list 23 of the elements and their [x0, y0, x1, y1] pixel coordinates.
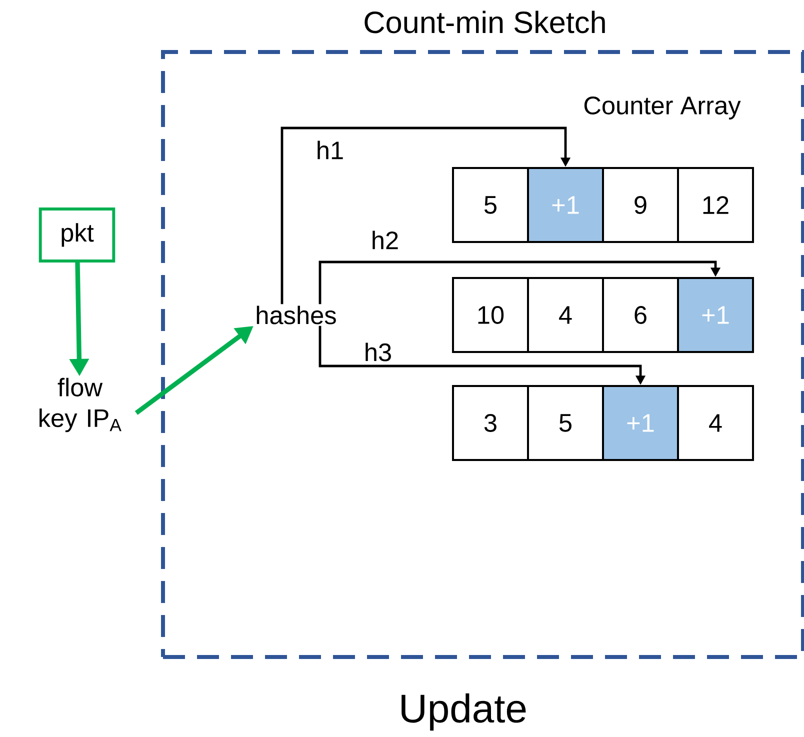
counter-cell: 4	[527, 277, 604, 353]
counter-cell: 5	[527, 385, 604, 461]
counter-cell: 5	[452, 167, 529, 243]
counter-cell: 10	[452, 277, 529, 353]
counter-cell: 12	[677, 167, 754, 243]
counter-cell: 6	[602, 277, 679, 353]
arrow	[318, 260, 721, 304]
packet-box: pkt	[38, 208, 116, 262]
edge-label: h2	[370, 229, 400, 250]
caption: Update	[402, 693, 526, 731]
frame-title: Count-min Sketch	[364, 10, 605, 34]
arrow	[280, 126, 571, 304]
counter-cell: +1	[602, 385, 679, 461]
edge-label: h3	[362, 341, 394, 363]
counter-cell: +1	[677, 277, 754, 353]
hashes-text: hashes	[256, 306, 336, 324]
counter-cell: +1	[527, 167, 604, 243]
counter-cell: 9	[602, 167, 679, 243]
flow-key-text: flow key IP$_{A}$	[40, 378, 122, 432]
counter-cell: 3	[452, 385, 529, 461]
edge-label: h1	[314, 139, 346, 160]
array-label: Counter Array	[584, 96, 741, 120]
counter-cell: 4	[677, 385, 754, 461]
